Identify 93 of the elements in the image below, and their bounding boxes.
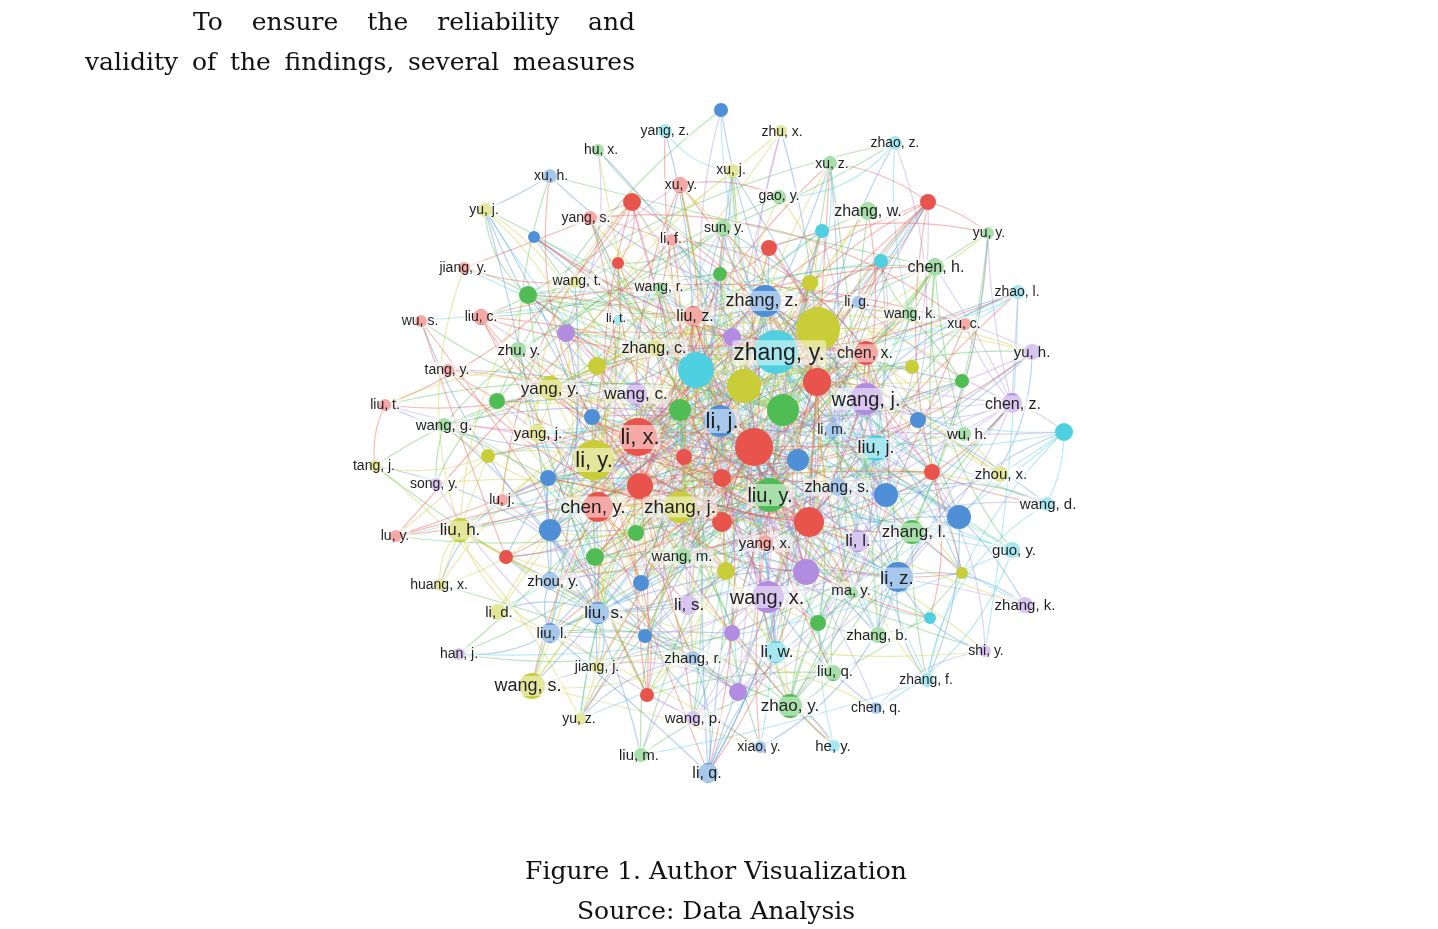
author-label: liu, c.: [463, 309, 499, 325]
author-label: wang, t.: [551, 273, 603, 289]
author-label: yang, x.: [737, 534, 793, 552]
author-label: zhang, l.: [880, 522, 948, 542]
source-note: Source: Data Analysis: [576, 895, 856, 927]
author-label: xu, c.: [946, 316, 982, 332]
author-label: li, w.: [759, 642, 795, 662]
author-label: liu, h.: [438, 520, 482, 540]
author-label: lu, y.: [379, 528, 411, 544]
author-label: liu, z.: [675, 307, 715, 325]
author-label: chen, y.: [559, 496, 627, 518]
author-label: xiao, y.: [736, 739, 782, 755]
author-label: yu, j.: [468, 202, 500, 218]
author-label: wang, c.: [603, 384, 669, 404]
author-label: zhang, z.: [724, 291, 800, 311]
figure-caption: Figure 1. Author Visualization: [525, 855, 907, 887]
author-label: jiang, y.: [438, 260, 488, 276]
author-label: zhao, y.: [759, 696, 821, 716]
author-label: xu, z.: [814, 156, 850, 172]
body-text: To ensure the reliability and validity of the findings, several measures: [85, 6, 635, 78]
author-label: liu, q.: [816, 662, 854, 680]
author-label: li, m.: [816, 422, 848, 438]
author-label: li, f.: [659, 231, 683, 247]
author-label: chen, x.: [836, 344, 894, 362]
author-label: wang, g.: [414, 416, 474, 434]
author-label: huang, x.: [409, 577, 469, 593]
author-label: yu, y.: [971, 225, 1007, 241]
author-label: jiang, j.: [573, 659, 621, 675]
author-label: hu, x.: [582, 142, 620, 158]
author-label: zhang, b.: [845, 626, 909, 644]
author-label: xu, h.: [532, 168, 570, 184]
author-label: zhang, r.: [663, 649, 723, 667]
author-label: wang, s.: [493, 676, 563, 696]
author-label: guo, y.: [991, 541, 1037, 559]
author-label: yu, z.: [561, 711, 597, 727]
author-label: xu, j.: [715, 162, 747, 178]
author-label: yu, h.: [1012, 343, 1052, 361]
author-label: zhu, x.: [760, 124, 804, 140]
author-label: zhang, s.: [803, 478, 871, 496]
author-label: gao, y.: [757, 188, 801, 204]
author-label: zhang, w.: [833, 202, 903, 220]
author-label: li, g.: [843, 294, 871, 310]
author-label: zhou, y.: [526, 572, 580, 590]
author-label: he, y.: [814, 737, 852, 755]
author-label: zhang, j.: [643, 496, 717, 518]
author-label: zhao, z.: [869, 135, 921, 151]
author-label: han, j.: [438, 646, 480, 662]
author-label: wang, m.: [650, 547, 714, 565]
author-label: wang, d.: [1018, 495, 1078, 513]
author-label: chen, z.: [984, 395, 1042, 413]
author-label: chen, h.: [906, 258, 966, 276]
author-label: wang, p.: [663, 709, 723, 727]
author-label: wang, j.: [830, 388, 902, 410]
author-label: li, y.: [574, 447, 614, 473]
author-label: li, t.: [604, 310, 628, 326]
author-label: tang, y.: [423, 362, 471, 378]
author-label: zhou, x.: [973, 465, 1029, 483]
author-label: zhang, c.: [620, 339, 688, 357]
author-label: li, q.: [691, 764, 723, 782]
author-label: liu, j.: [856, 438, 896, 458]
author-label: xu, y.: [663, 177, 699, 193]
author-label: zhang, k.: [993, 596, 1057, 614]
author-label: ma, y.: [830, 581, 872, 599]
author-label: yang, s.: [560, 210, 612, 226]
author-label: wu, s.: [400, 313, 440, 329]
author-label: chen, q.: [850, 700, 902, 716]
author-label: zhang, y.: [732, 340, 826, 366]
author-label: li, x.: [619, 424, 661, 450]
author-label: li, j.: [704, 408, 740, 434]
author-label: liu, t.: [369, 397, 401, 413]
author-label: zhu, y.: [496, 341, 542, 359]
author-label: yang, z.: [639, 123, 691, 139]
author-label: li, d.: [484, 603, 514, 621]
author-label: liu, l.: [535, 624, 569, 642]
author-label: liu, y.: [746, 484, 794, 506]
author-label: li, z.: [879, 567, 915, 589]
author-label: liu, s.: [583, 603, 625, 623]
author-label: yang, y.: [519, 379, 581, 399]
author-label: wang, k.: [882, 306, 938, 322]
author-label: sun, y.: [702, 220, 746, 236]
author-label: liu, m.: [618, 746, 660, 764]
author-label: wang, r.: [633, 279, 685, 295]
author-label: wu, h.: [946, 425, 988, 443]
author-label: lu, j.: [488, 492, 516, 508]
author-label: zhang, f.: [898, 672, 954, 688]
author-label: tang, j.: [352, 458, 396, 474]
author-label: li, l.: [844, 531, 872, 551]
author-label: yang, j.: [512, 424, 564, 442]
author-label: zhao, l.: [993, 284, 1041, 300]
author-label: shi, y.: [967, 643, 1005, 659]
author-label: li, s.: [672, 595, 706, 615]
author-label: song, y.: [409, 476, 459, 492]
author-label: wang, x.: [728, 586, 806, 608]
